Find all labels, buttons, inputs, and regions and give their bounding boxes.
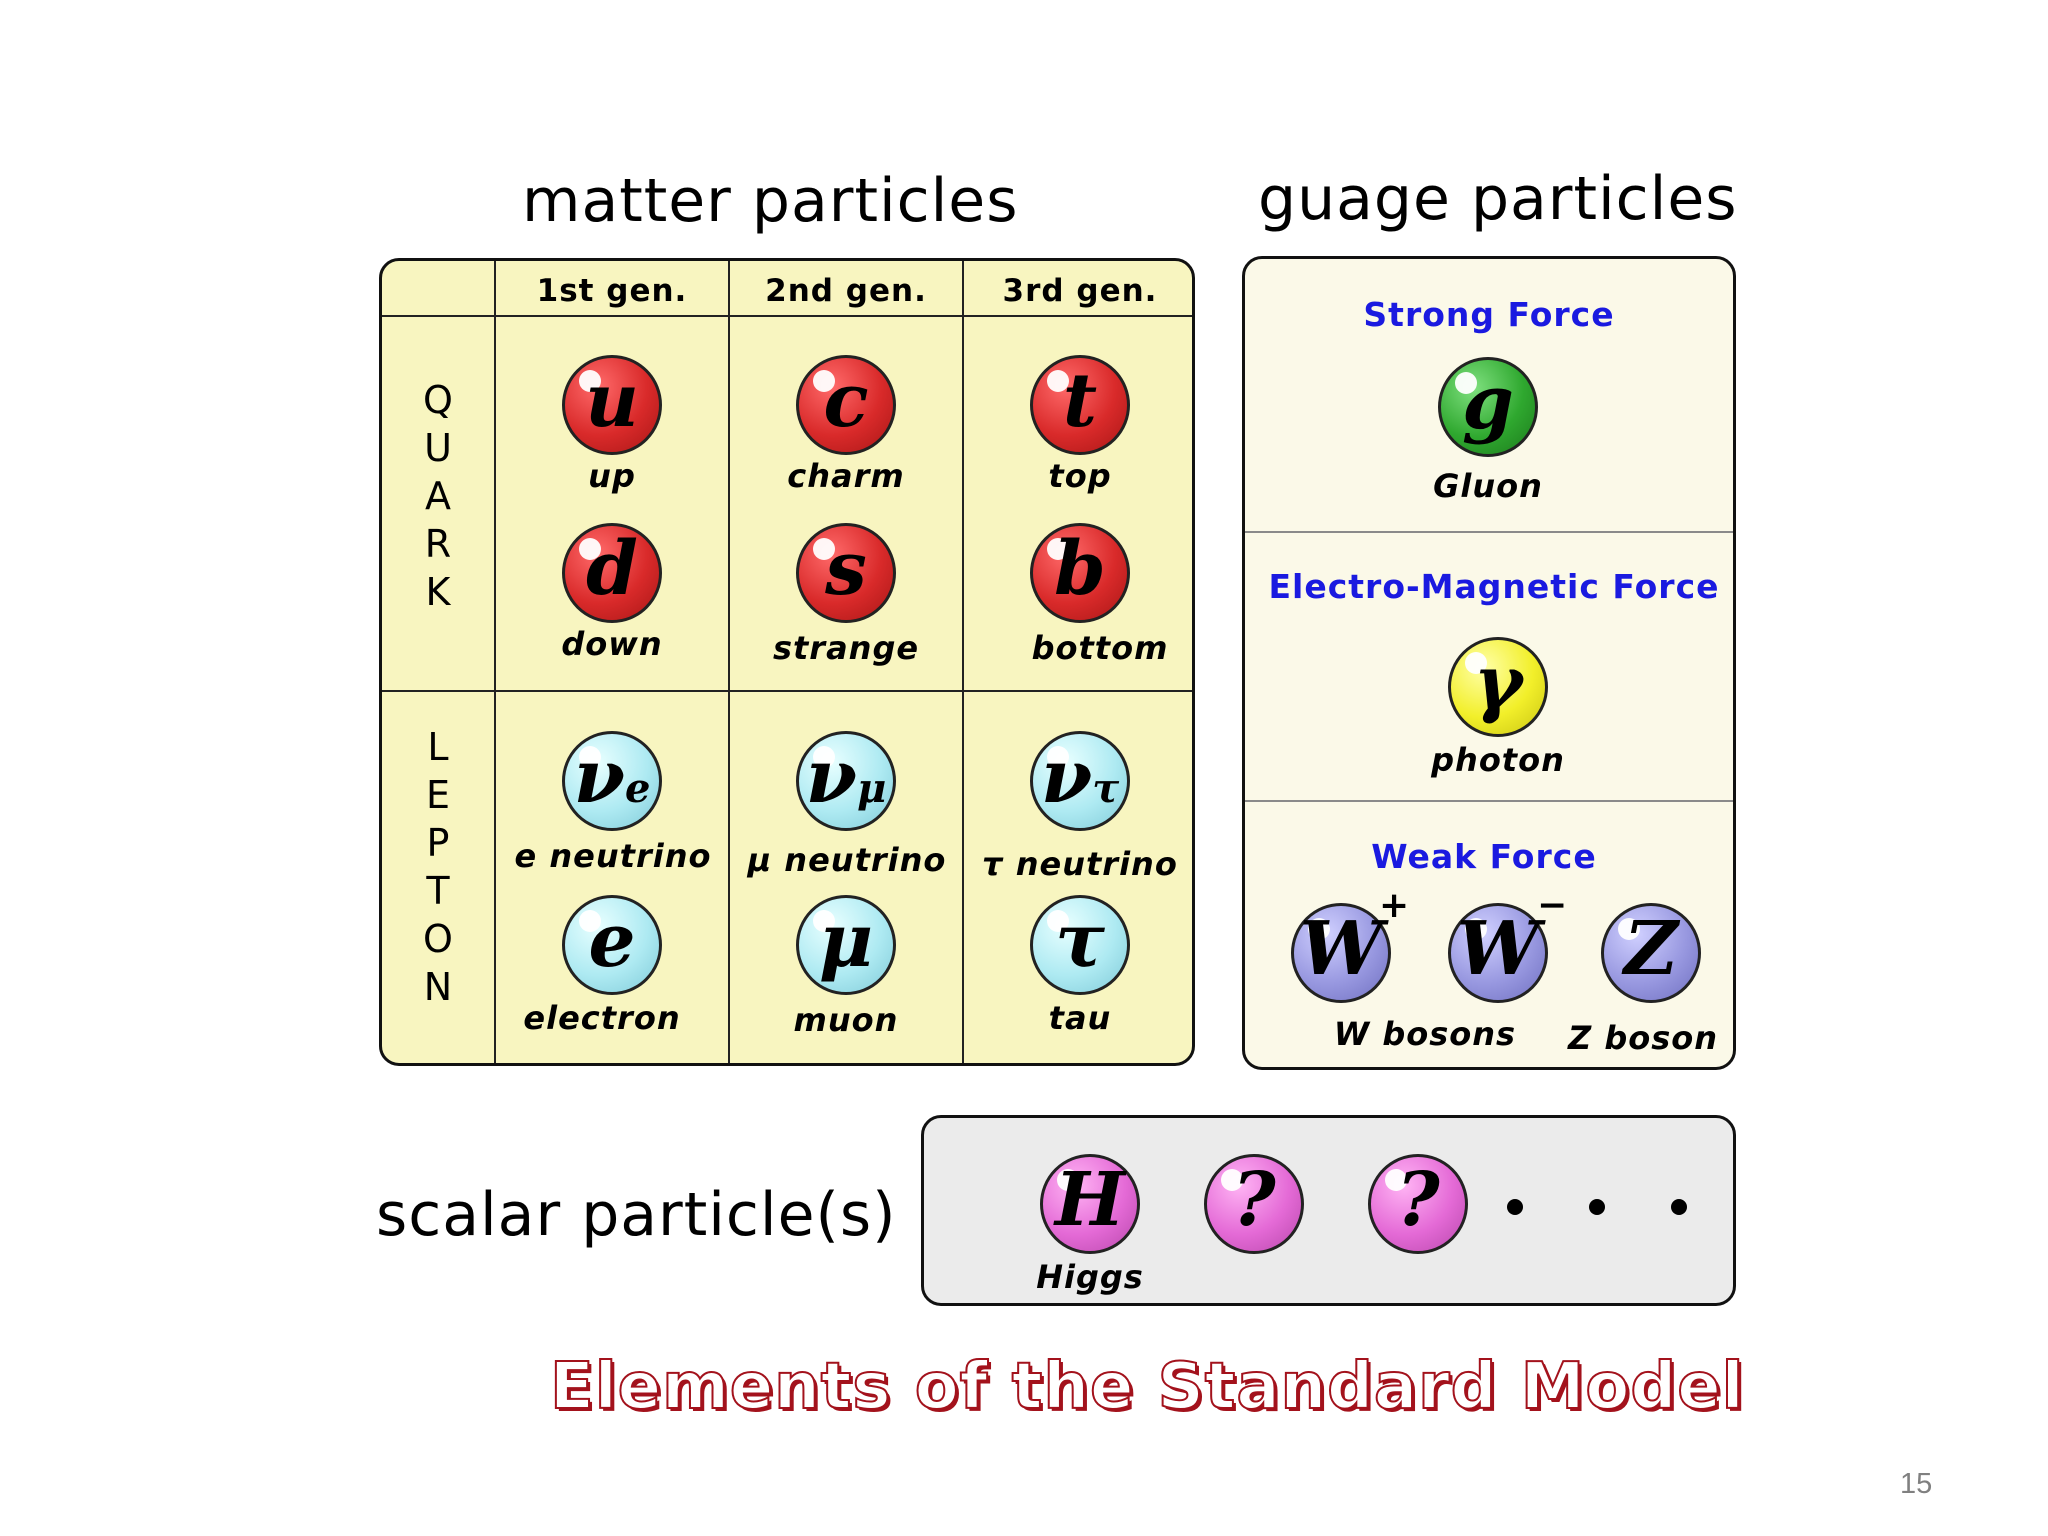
up-quark-ball: u (562, 355, 662, 455)
muon-ball: μ (796, 895, 896, 995)
page-number: 15 (1900, 1468, 1933, 1500)
scalar-particles-panel: H Higgs ? ? (921, 1115, 1736, 1306)
lepton-row-label: L E P T O N (423, 725, 453, 1009)
w-minus-ball: W (1448, 903, 1548, 1003)
quark-row-label: Q U A R K (423, 378, 453, 614)
z-boson-ball: Z (1601, 903, 1701, 1003)
electron-label: electron (523, 999, 681, 1037)
w-minus-sign: − (1537, 885, 1568, 926)
w-plus-sign: + (1379, 885, 1410, 926)
table-divider (382, 690, 1192, 692)
gluon-label: Gluon (1433, 467, 1543, 505)
higgs-ball: H (1040, 1154, 1140, 1254)
top-quark-ball: t (1030, 355, 1130, 455)
electron-neutrino-label: e neutrino (514, 837, 712, 875)
generation-header-2: 2nd gen. (765, 273, 927, 309)
up-quark-label: up (588, 457, 636, 495)
photon-label: photon (1431, 741, 1565, 779)
muon-label: muon (793, 1001, 899, 1039)
bottom-quark-label: bottom (1031, 629, 1169, 667)
unknown-scalar-ball-1: ? (1204, 1154, 1304, 1254)
panel-divider (1245, 531, 1733, 533)
ellipsis-dot (1589, 1199, 1605, 1215)
muon-neutrino-label: μ neutrino (747, 841, 947, 879)
z-boson-label: Z boson (1567, 1019, 1719, 1057)
top-quark-label: top (1048, 457, 1112, 495)
w-plus-ball: W (1291, 903, 1391, 1003)
strong-force-title: Strong Force (1363, 295, 1615, 334)
ellipsis-dot (1507, 1199, 1523, 1215)
photon-ball: γ (1448, 637, 1548, 737)
table-divider (962, 261, 964, 1063)
panel-divider (1245, 800, 1733, 802)
scalar-particles-heading: scalar particle(s) (376, 1180, 897, 1250)
electromagnetic-force-title: Electro-Magnetic Force (1268, 567, 1720, 606)
unknown-scalar-ball-2: ? (1368, 1154, 1468, 1254)
gluon-ball: g (1438, 357, 1538, 457)
table-divider (494, 261, 496, 1063)
generation-header-1: 1st gen. (536, 273, 688, 309)
tau-ball: τ (1030, 895, 1130, 995)
charm-quark-ball: c (796, 355, 896, 455)
down-quark-label: down (561, 625, 663, 663)
bottom-quark-ball: b (1030, 523, 1130, 623)
gauge-particles-heading: guage particles (1258, 164, 1738, 234)
ellipsis-dot (1671, 1199, 1687, 1215)
tau-neutrino-label: τ neutrino (982, 845, 1178, 883)
matter-particles-heading: matter particles (522, 166, 1019, 236)
down-quark-ball: d (562, 523, 662, 623)
strange-quark-label: strange (772, 629, 920, 667)
table-divider (382, 315, 1192, 317)
matter-particles-table: 1st gen. 2nd gen. 3rd gen. Q U A R K L E… (379, 258, 1195, 1066)
weak-force-title: Weak Force (1371, 837, 1597, 876)
charm-quark-label: charm (787, 457, 905, 495)
strange-quark-ball: s (796, 523, 896, 623)
gauge-particles-panel: Strong Force g Gluon Electro-Magnetic Fo… (1242, 256, 1736, 1070)
diagram-caption: Elements of the Standard Model (549, 1349, 1745, 1425)
higgs-label: Higgs (1036, 1258, 1144, 1296)
w-bosons-label: W bosons (1333, 1015, 1517, 1053)
generation-header-3: 3rd gen. (1002, 273, 1158, 309)
electron-ball: e (562, 895, 662, 995)
table-divider (728, 261, 730, 1063)
tau-label: tau (1048, 999, 1112, 1037)
